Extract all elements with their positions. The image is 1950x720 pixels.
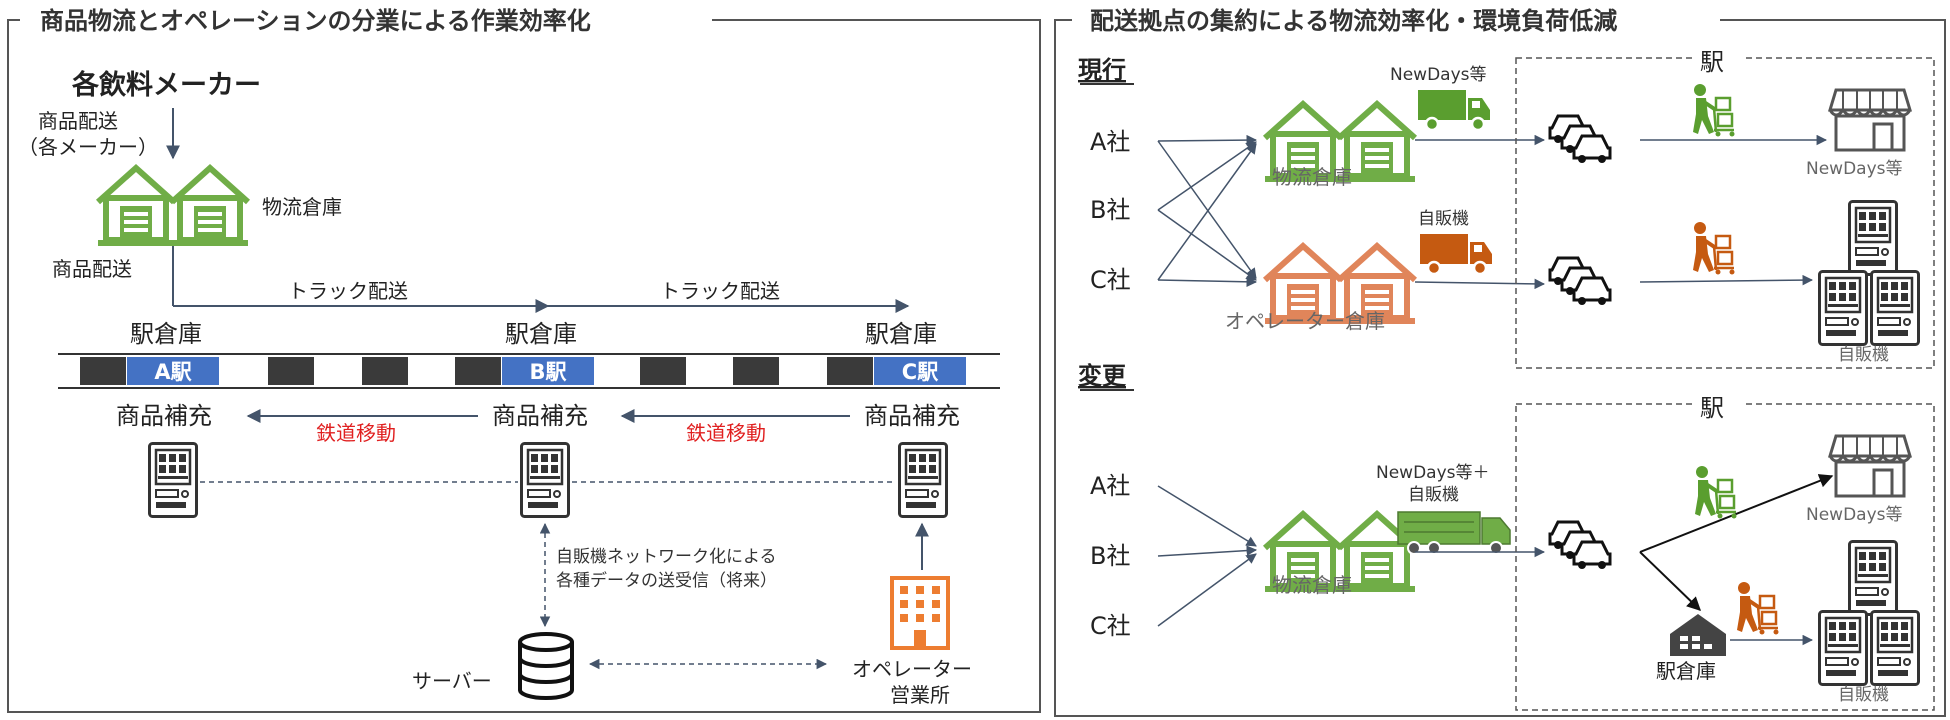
vending-machine-icon-b: [520, 442, 570, 518]
network-text-2: 各種データの送受信（将来）: [556, 570, 777, 591]
current-warehouse-orange-label: オペレーター倉庫: [1225, 309, 1385, 333]
station-a-badge: [127, 357, 219, 385]
station-warehouse-icon: [1670, 614, 1726, 656]
server-label: サーバー: [412, 669, 492, 693]
current-station-box: [1515, 57, 1935, 369]
rail-label-2: 鉄道移動: [686, 421, 766, 445]
truck-green-icon: [1416, 88, 1492, 132]
truck-label-1: トラック配送: [288, 279, 408, 303]
change-arrow-to-station-warehouse: [1639, 551, 1702, 611]
station-warehouse-a: 駅倉庫: [130, 320, 202, 348]
change-warehouse-green-label: 物流倉庫: [1272, 573, 1352, 597]
station-c-badge: [874, 357, 966, 385]
station-b-badge: [502, 357, 594, 385]
rail-label-1: 鉄道移動: [316, 421, 396, 445]
current-store-label: NewDays等: [1806, 159, 1903, 179]
office-label-2: 営業所: [890, 683, 950, 707]
current-company-c: C社: [1090, 266, 1131, 294]
current-vending-label: 自販機: [1838, 345, 1889, 365]
current-arrow-orange-route: [1414, 278, 1546, 290]
vending-machine-icon-c: [898, 442, 948, 518]
station-warehouse-c: 駅倉庫: [865, 320, 937, 348]
change-truck-label-2: 自販機: [1408, 485, 1459, 505]
current-vending-right-icon: [1870, 270, 1920, 346]
vending-machine-icon-a: [148, 442, 198, 518]
current-worker-green-icon: [1691, 82, 1737, 139]
change-company-arrows: [1157, 485, 1258, 627]
current-warehouse-green-label: 物流倉庫: [1272, 165, 1352, 189]
delivery-label-1b: （各メーカー）: [18, 135, 158, 159]
current-cars-icon-2: [1548, 256, 1612, 307]
current-store-icon: [1828, 88, 1912, 152]
warehouse-icon: [98, 168, 248, 246]
truck-orange-icon: [1418, 232, 1494, 276]
current-vending-top-icon: [1848, 200, 1898, 276]
current-truck-green-label: NewDays等: [1390, 65, 1487, 85]
change-vending-top-icon: [1848, 540, 1898, 616]
current-company-a: A社: [1090, 128, 1130, 156]
network-text-1: 自販機ネットワーク化による: [556, 547, 777, 567]
current-vending-left-icon: [1818, 270, 1868, 346]
delivery-label-2: 商品配送: [52, 257, 132, 281]
change-worker-green-icon: [1693, 464, 1739, 521]
rail-track: [58, 353, 1000, 389]
current-cars-icon-1: [1548, 114, 1612, 165]
right-panel: 配送拠点の集約による物流効率化・環境負荷低減 現行 A社 B社 C社 物流倉庫 …: [1054, 7, 1946, 717]
truck-label-2: トラック配送: [660, 279, 780, 303]
right-panel-title: 配送拠点の集約による物流効率化・環境負荷低減: [1090, 7, 1617, 35]
change-vending-label: 自販機: [1838, 685, 1889, 705]
combined-truck-icon: [1397, 511, 1511, 555]
change-truck-label-1: NewDays等＋: [1376, 463, 1490, 483]
restock-a: 商品補充: [116, 402, 212, 430]
warehouse-label: 物流倉庫: [262, 195, 342, 219]
maker-label: 各飲料メーカー: [71, 69, 261, 101]
change-station-label: 駅: [1700, 394, 1724, 422]
office-label-1: オペレーター: [852, 657, 972, 681]
current-company-b: B社: [1090, 196, 1130, 224]
left-panel-title: 商品物流とオペレーションの分業による作業効率化: [40, 7, 591, 35]
current-station-label: 駅: [1700, 48, 1724, 76]
station-c-label: C駅: [902, 360, 939, 384]
change-vending-right-icon: [1870, 610, 1920, 686]
change-store-icon: [1828, 434, 1912, 498]
change-company-c: C社: [1090, 612, 1131, 640]
left-panel: 商品物流とオペレーションの分業による作業効率化 各飲料メーカー 商品配送 （各メ…: [7, 7, 1041, 713]
change-store-label: NewDays等: [1806, 505, 1903, 525]
station-a-label: A駅: [154, 360, 192, 384]
current-truck-orange-label: 自販機: [1418, 209, 1469, 229]
change-company-a: A社: [1090, 472, 1130, 500]
delivery-label-1: 商品配送: [38, 109, 118, 133]
change-station-warehouse-label: 駅倉庫: [1656, 659, 1716, 683]
current-worker-orange-icon: [1691, 220, 1737, 277]
change-vending-left-icon: [1818, 610, 1868, 686]
current-heading: 現行: [1078, 56, 1126, 84]
office-building-icon: [890, 576, 950, 650]
change-station-box: [1515, 403, 1935, 711]
station-b-label: B駅: [529, 360, 567, 384]
change-heading: 変更: [1078, 362, 1127, 390]
station-warehouse-b: 駅倉庫: [505, 320, 577, 348]
current-arrow-to-vending: [1639, 274, 1814, 286]
change-company-b: B社: [1090, 542, 1130, 570]
change-worker-orange-icon: [1735, 580, 1781, 637]
server-database-icon: [518, 632, 574, 700]
current-company-arrows: [1157, 134, 1258, 288]
change-cars-icon: [1548, 520, 1612, 571]
restock-c: 商品補充: [864, 402, 960, 430]
restock-b: 商品補充: [492, 402, 588, 430]
change-arrow-to-store: [1639, 474, 1834, 553]
